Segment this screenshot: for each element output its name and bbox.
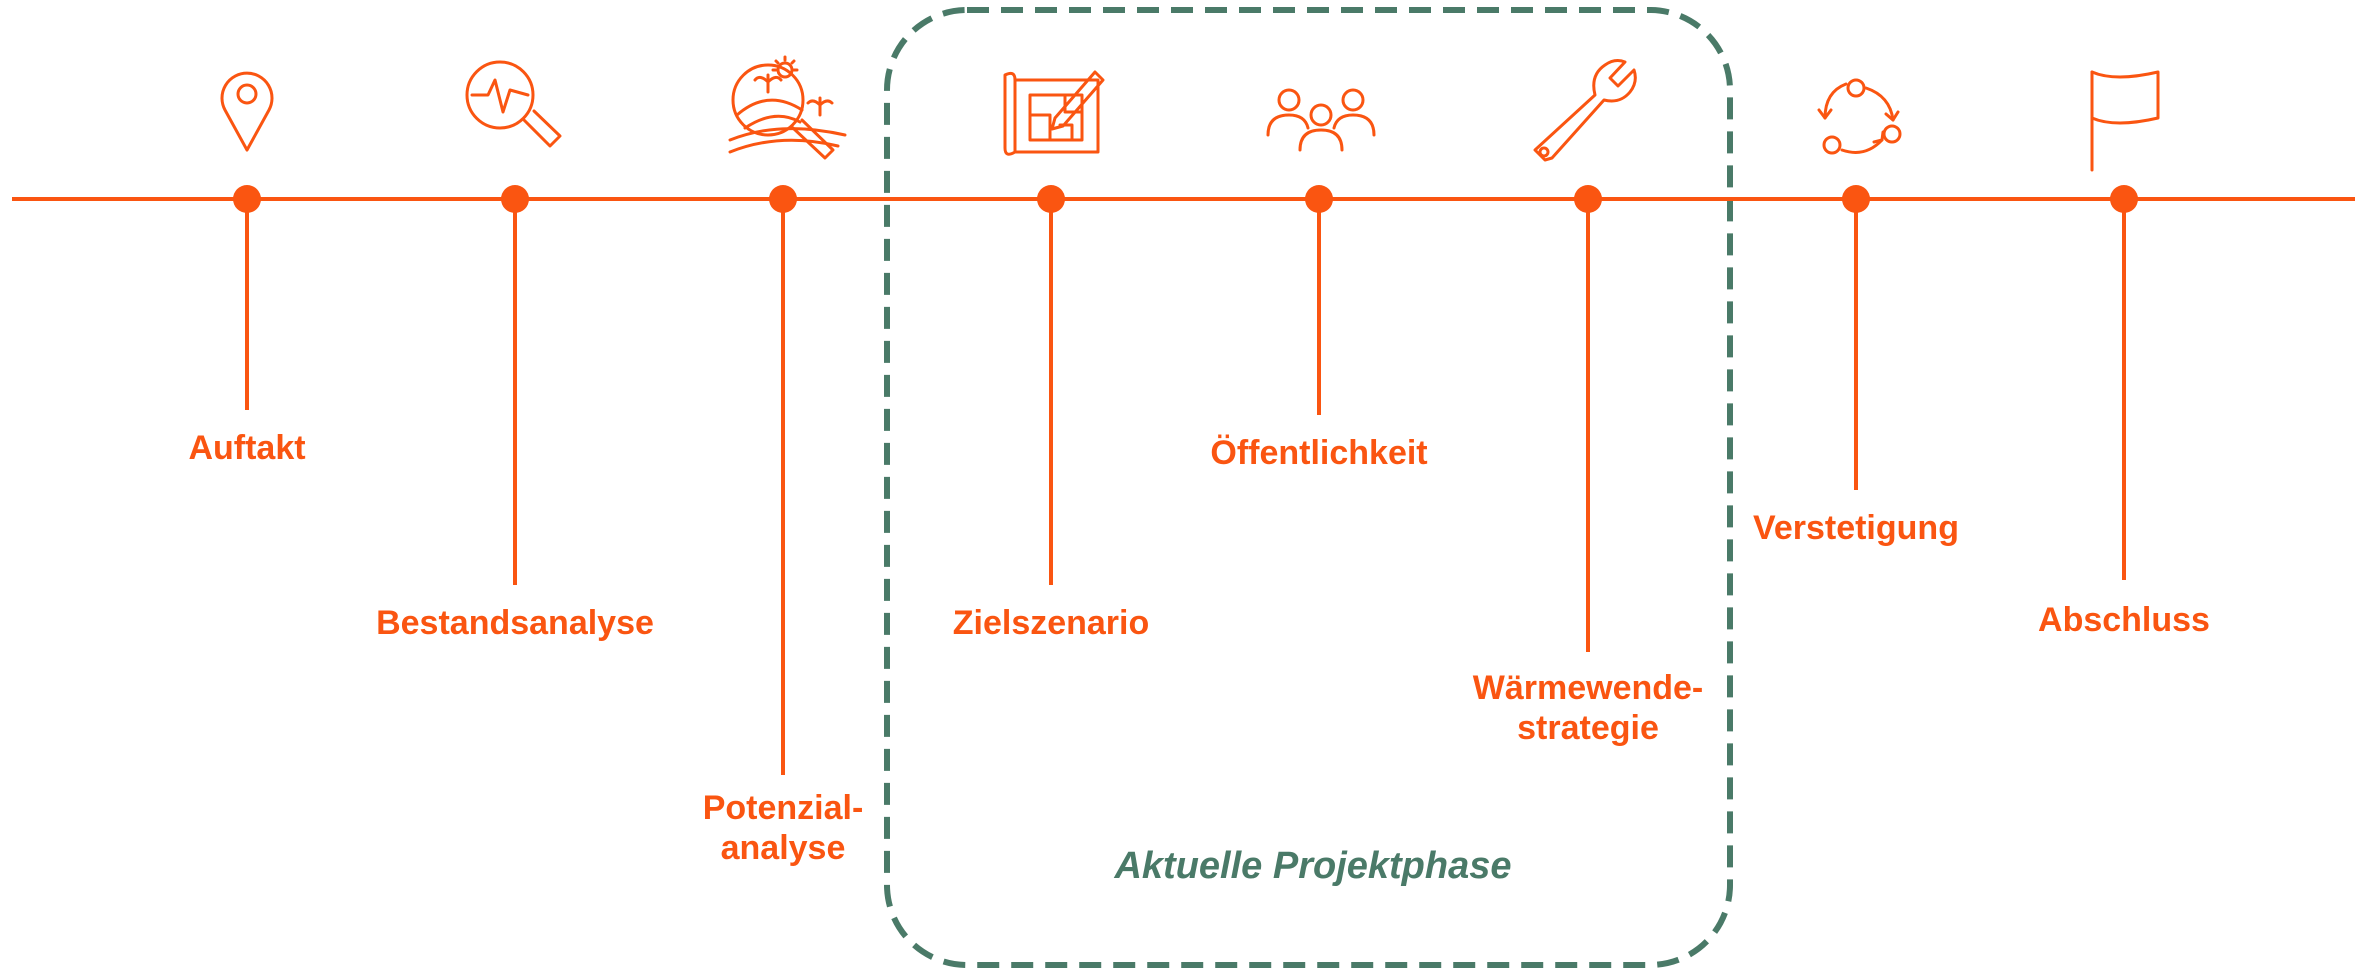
flag-icon: [2090, 70, 2160, 172]
dot-auftakt: [233, 185, 261, 213]
magnifier-pulse-icon: [465, 60, 562, 148]
dot-zielszenario: [1037, 185, 1065, 213]
dot-abschluss: [2110, 185, 2138, 213]
cycle-arrows-icon: [1817, 78, 1902, 155]
step-label-bestandsanalyse: Bestandsanalyse: [376, 604, 654, 642]
timeline-dots: [233, 185, 2138, 213]
timeline-stems: [245, 199, 2126, 775]
dot-strategie: [1574, 185, 1602, 213]
current-phase-label: Aktuelle Projektphase: [1114, 845, 1512, 887]
step-label-zielszenario: Zielszenario: [952, 604, 1150, 642]
dot-bestand: [501, 185, 529, 213]
wrench-icon: [1533, 59, 1637, 162]
landscape-magnifier-icon: [728, 55, 847, 160]
step-label-waermewendestrategie: Wärmewende- strategie: [1472, 669, 1704, 747]
step-label-oeffentlichkeit: Öffentlichkeit: [1210, 434, 1428, 472]
step-label-verstetigung: Verstetigung: [1753, 509, 1959, 547]
current-phase-box: [884, 7, 1733, 968]
dot-potenzial: [769, 185, 797, 213]
step-label-auftakt: Auftakt: [188, 429, 306, 467]
dot-oeffentlich: [1305, 185, 1333, 213]
dot-verstetigung: [1842, 185, 1870, 213]
location-pin-icon: [220, 71, 274, 152]
people-group-icon: [1266, 88, 1376, 152]
step-label-abschluss: Abschluss: [2038, 601, 2210, 639]
blueprint-pencil-icon: [1003, 70, 1105, 156]
step-label-potenzialanalyse: Potenzial- analyse: [702, 789, 864, 867]
